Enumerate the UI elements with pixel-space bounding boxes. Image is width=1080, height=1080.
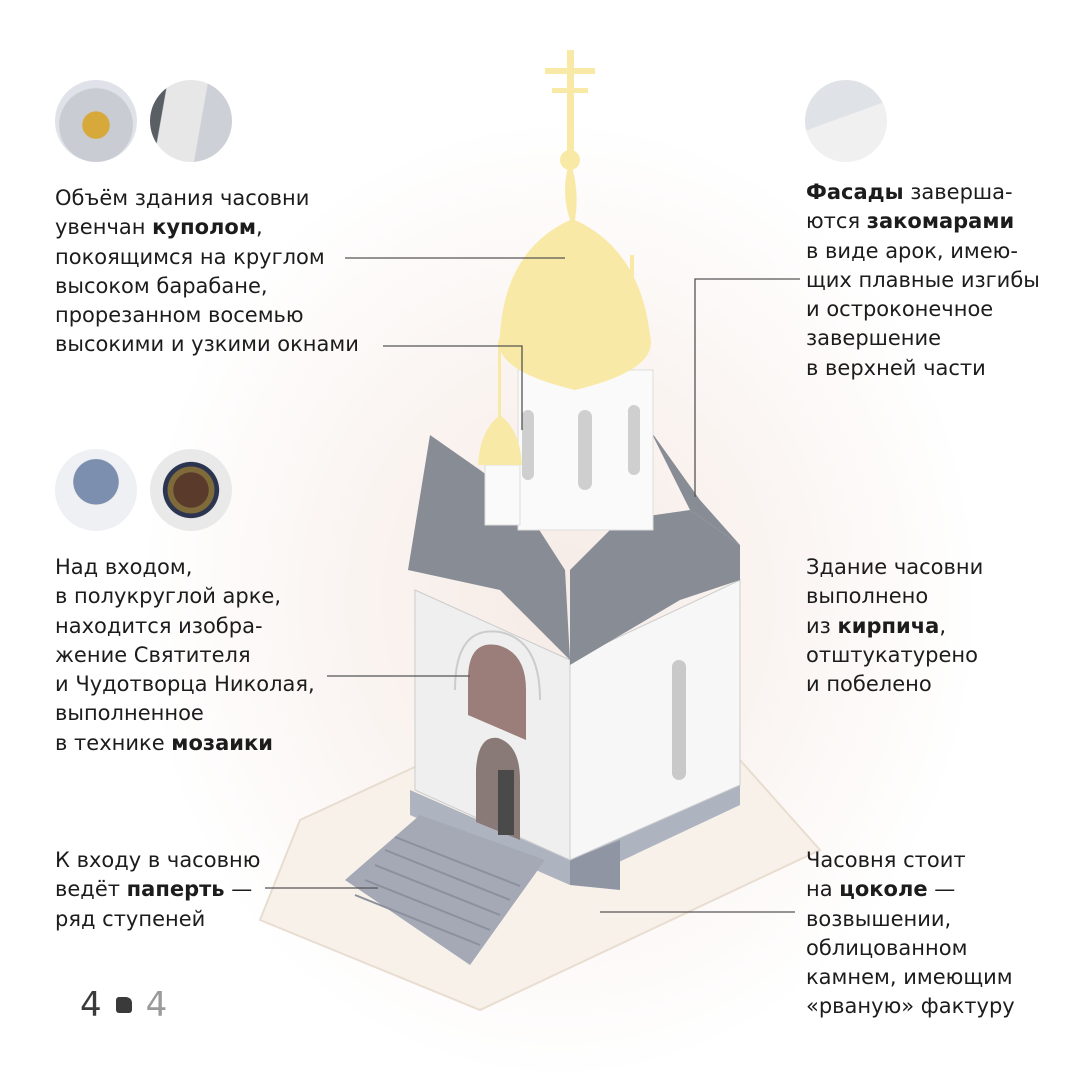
pager-separator-icon bbox=[115, 997, 132, 1013]
leader-lines bbox=[265, 257, 800, 913]
photo-mosaic-nicholas bbox=[55, 449, 137, 531]
pager-total: 4 bbox=[145, 985, 168, 1025]
annotation-dome: Объём здания часовни увенчан куполом, по… bbox=[55, 186, 359, 357]
roof-left bbox=[408, 435, 570, 660]
photo-facade bbox=[805, 80, 887, 162]
pager-current: 4 bbox=[80, 985, 102, 1025]
photo-mosaic-savior bbox=[150, 449, 232, 531]
annotation-plinth: Часовня стоит на цоколе — возвышении, об… bbox=[806, 848, 1015, 1019]
pager: 4 4 bbox=[80, 985, 167, 1025]
small-dome bbox=[478, 415, 522, 465]
annotation-brick: Здание часовни выполнено из кирпича, отш… bbox=[806, 555, 984, 697]
main-dome bbox=[498, 160, 652, 390]
annotation-porch: К входу в часовню ведёт паперть — ряд ст… bbox=[55, 848, 261, 931]
wall-right bbox=[569, 579, 741, 861]
annotation-facades: Фасады заверша- ются закомарами в виде а… bbox=[806, 180, 1040, 380]
roof-right bbox=[570, 510, 740, 665]
window-right bbox=[672, 660, 686, 780]
photo-drum bbox=[150, 80, 232, 162]
steps bbox=[345, 815, 545, 965]
annotation-mosaic: Над входом, в полукруглой арке, находитс… bbox=[55, 555, 315, 755]
photo-dome bbox=[55, 80, 137, 162]
mosaic bbox=[468, 644, 526, 740]
